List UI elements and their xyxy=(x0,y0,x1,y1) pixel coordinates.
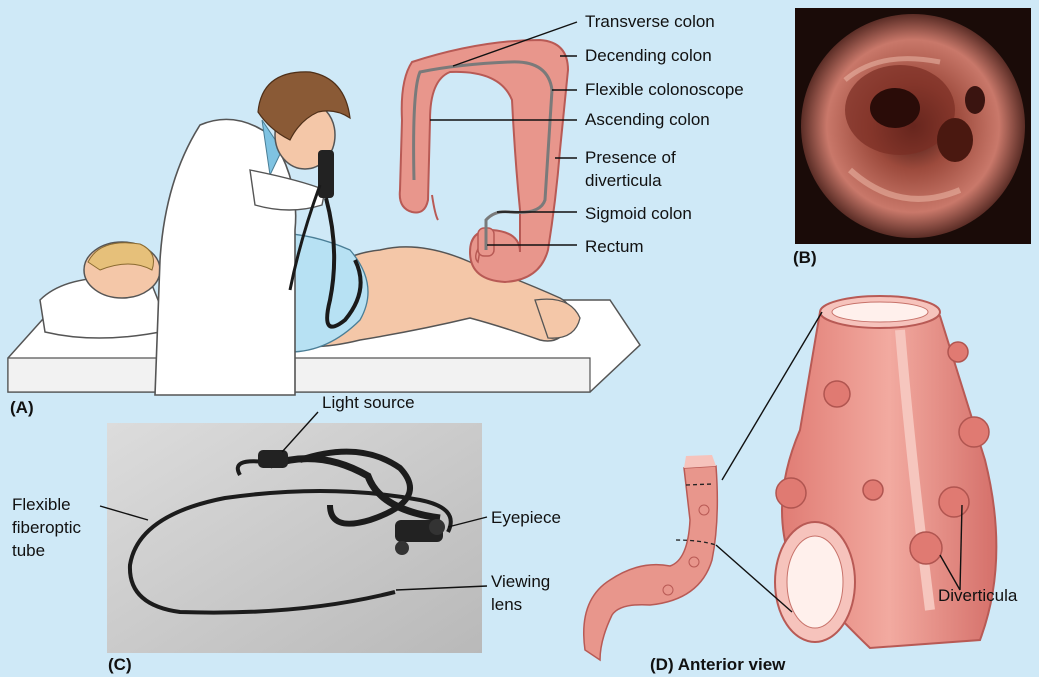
label-diverticula: Diverticula xyxy=(938,585,1017,606)
panel-d-illustration xyxy=(584,296,997,660)
label-light-source: Light source xyxy=(322,392,415,413)
label-tube-line3: tube xyxy=(12,540,45,561)
panel-caption-c: (C) xyxy=(108,655,132,675)
label-eyepiece: Eyepiece xyxy=(491,507,561,528)
label-descending-colon: Decending colon xyxy=(585,45,712,66)
panel-c-photo xyxy=(107,423,482,653)
label-flexible-colonoscope: Flexible colonoscope xyxy=(585,79,744,100)
label-tube-line2: fiberoptic xyxy=(12,517,81,538)
label-presence-line1: Presence of xyxy=(585,147,676,168)
panel-a-illustration xyxy=(8,22,640,395)
label-tube-line1: Flexible xyxy=(12,494,71,515)
label-rectum: Rectum xyxy=(585,236,644,257)
label-lens-line1: Viewing xyxy=(491,571,550,592)
panel-caption-b: (B) xyxy=(793,248,817,268)
panel-caption-d: (D) Anterior view xyxy=(650,655,785,675)
label-transverse-colon: Transverse colon xyxy=(585,11,715,32)
label-ascending-colon: Ascending colon xyxy=(585,109,710,130)
label-presence-line2: diverticula xyxy=(585,170,662,191)
panel-b-photo xyxy=(795,8,1031,244)
label-lens-line2: lens xyxy=(491,594,522,615)
label-sigmoid-colon: Sigmoid colon xyxy=(585,203,692,224)
panel-caption-a: (A) xyxy=(10,398,34,418)
